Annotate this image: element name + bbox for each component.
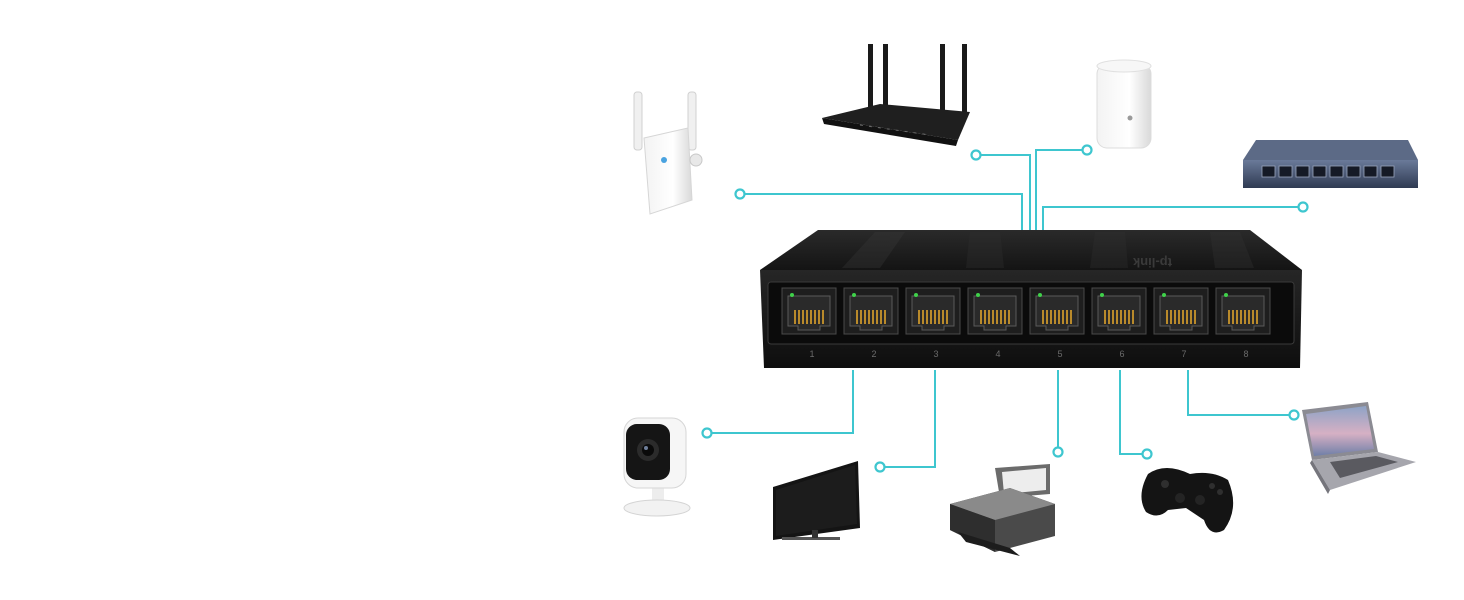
desktop-switch-port — [1278, 165, 1293, 178]
game-controller-device — [1141, 468, 1234, 533]
link-router — [976, 154, 1031, 232]
link-laptop — [1187, 370, 1294, 416]
endpoint-range-extender — [734, 188, 746, 200]
desktop-switch-port — [1329, 165, 1344, 178]
port-number-label: 3 — [933, 349, 938, 359]
port-led-icon — [1038, 293, 1042, 297]
endpoint-mesh — [1081, 144, 1093, 156]
printer-device — [950, 464, 1055, 556]
port-led-icon — [976, 293, 980, 297]
port-number-label: 7 — [1181, 349, 1186, 359]
range-extender-device — [633, 91, 703, 215]
security-camera-device — [623, 417, 691, 517]
desktop-switch-port — [1380, 165, 1395, 178]
port-led-icon — [1100, 293, 1104, 297]
endpoint-desktop-switch — [1297, 201, 1309, 213]
port-number-label: 4 — [995, 349, 1000, 359]
link-desktop-switch — [1042, 206, 1303, 232]
rj45-port: 1 — [781, 287, 837, 359]
link-gamepad — [1119, 370, 1147, 455]
port-number-label: 8 — [1243, 349, 1248, 359]
endpoint-camera — [701, 427, 713, 439]
link-tv — [880, 370, 936, 468]
port-number-label: 5 — [1057, 349, 1062, 359]
mesh-logo-icon — [1127, 115, 1133, 121]
endpoint-gamepad — [1141, 448, 1153, 460]
port-number-label: 6 — [1119, 349, 1124, 359]
connection-lines — [707, 149, 1303, 468]
rj45-port: 6 — [1091, 287, 1147, 359]
rj45-port: 4 — [967, 287, 1023, 359]
desktop-switch-port — [1312, 165, 1327, 178]
port-led-icon — [1224, 293, 1228, 297]
eight-port-switch: tp-link 1 2 3 4 5 6 7 8 — [760, 230, 1302, 368]
port-led-icon — [852, 293, 856, 297]
endpoint-laptop — [1288, 409, 1300, 421]
port-led-icon — [914, 293, 918, 297]
connection-endpoints — [701, 144, 1309, 473]
desktop-switch-port — [1363, 165, 1378, 178]
link-camera — [707, 370, 854, 434]
desktop-switch-port — [1261, 165, 1276, 178]
port-number-label: 2 — [871, 349, 876, 359]
desktop-switch-port — [1346, 165, 1361, 178]
endpoint-printer — [1052, 446, 1064, 458]
switch-top-facets — [842, 232, 1254, 268]
link-range-extender — [740, 193, 1023, 232]
endpoint-tv — [874, 461, 886, 473]
endpoint-router — [970, 149, 982, 161]
smart-tv-device — [773, 461, 860, 540]
rj45-port: 8 — [1215, 287, 1271, 359]
port-led-icon — [1162, 293, 1166, 297]
tp-link-logo: tp-link — [1132, 255, 1172, 270]
link-mesh — [1035, 149, 1087, 232]
desktop-switch-port — [1295, 165, 1310, 178]
desktop-switch-device — [1243, 140, 1418, 188]
laptop-device — [1302, 402, 1416, 494]
switch-top-face — [760, 230, 1302, 270]
wifi-router-device — [822, 44, 970, 146]
rj45-port: 7 — [1153, 287, 1209, 359]
mesh-wifi-device — [1096, 59, 1152, 149]
rj45-port: 5 — [1029, 287, 1085, 359]
port-number-label: 1 — [809, 349, 814, 359]
rj45-port: 3 — [905, 287, 961, 359]
switch-ports: 1 2 3 4 5 6 7 8 — [781, 287, 1271, 359]
extender-logo-icon — [661, 157, 667, 163]
rj45-port: 2 — [843, 287, 899, 359]
desktop-switch-ports — [1261, 165, 1395, 178]
port-led-icon — [790, 293, 794, 297]
